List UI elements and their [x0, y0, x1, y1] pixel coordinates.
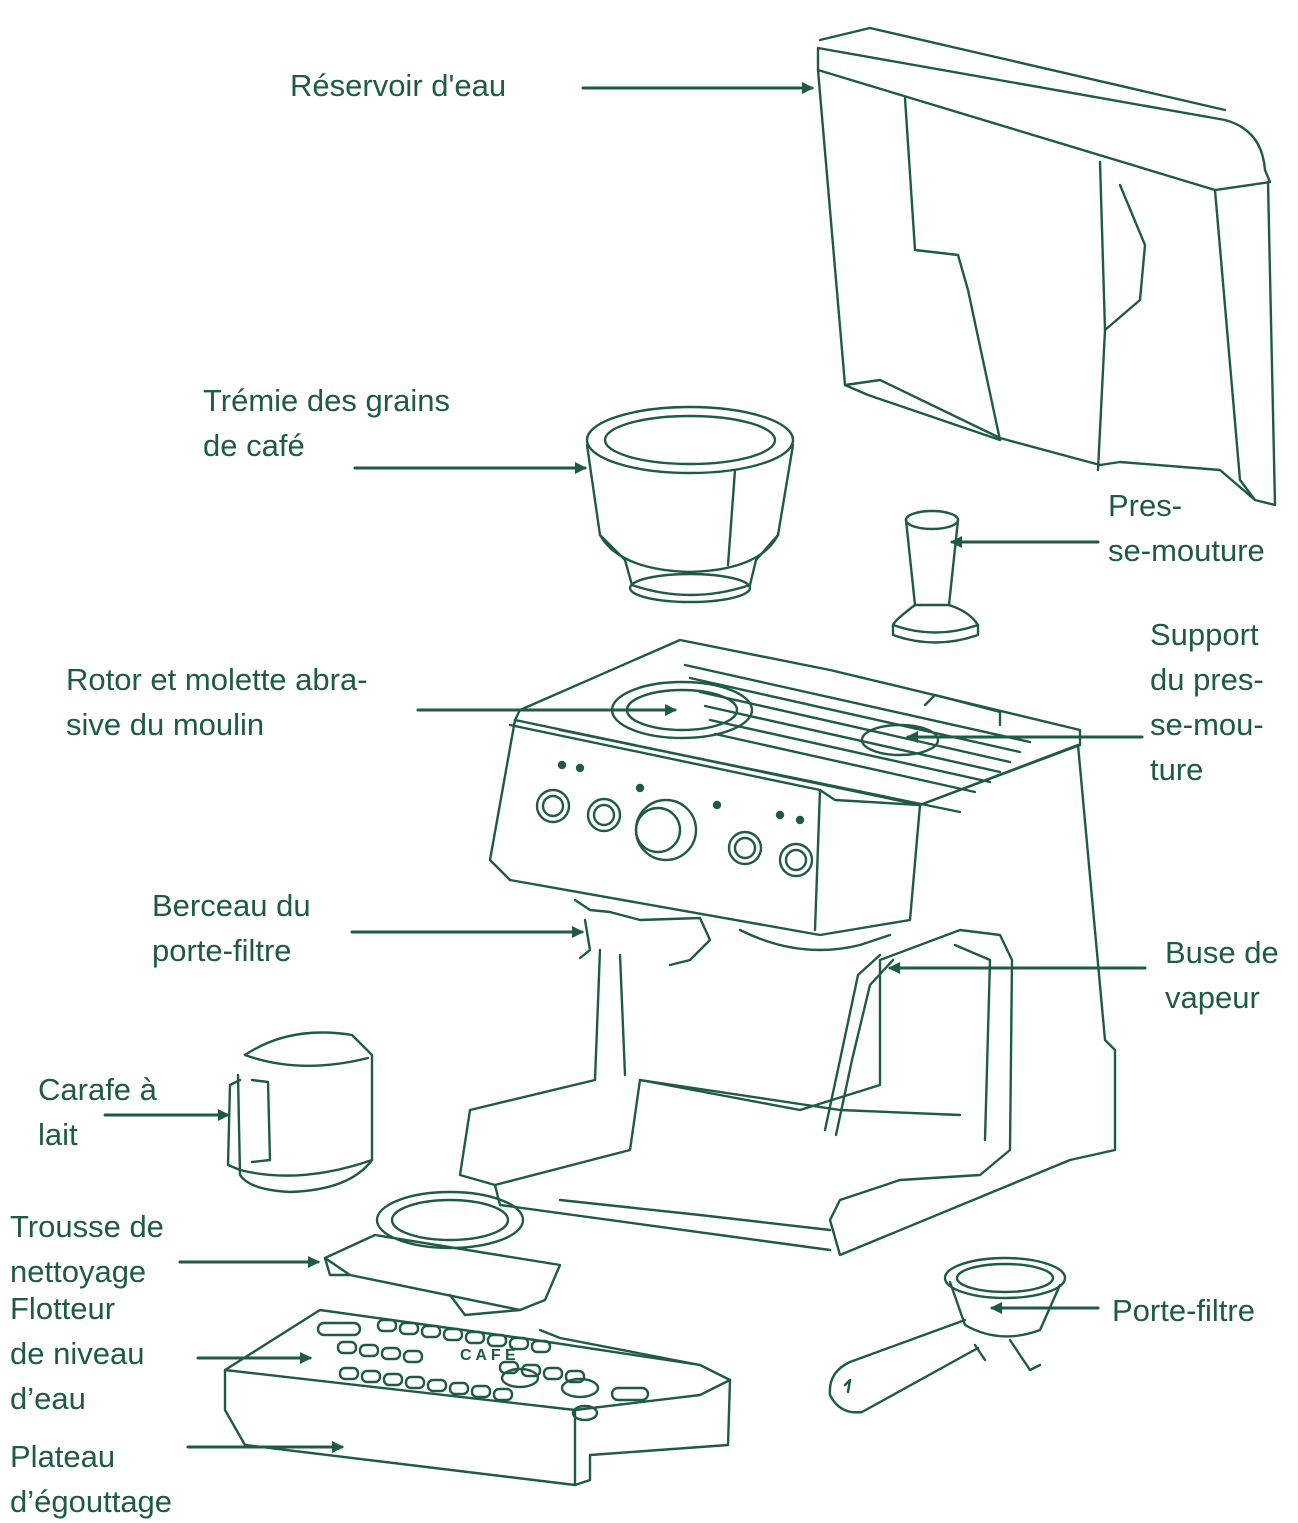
label-tamper: Pres- se-mouture	[1108, 488, 1265, 568]
machine-body-drawing	[458, 638, 1117, 1257]
label-drip-tray: Plateau d’égouttage	[10, 1439, 173, 1519]
cleaning-kit-drawing	[323, 1190, 562, 1317]
label-water-tank: Réservoir d'eau	[290, 68, 507, 103]
label-grinder-burr: Rotor et molette abra- sive du moulin	[66, 662, 368, 742]
drip-tray-drawing: C A F É	[223, 1308, 732, 1487]
label-tamper-holder: Support du pres- se-mou- ture	[1150, 617, 1264, 787]
label-cleaning-kit: Trousse de nettoyage	[10, 1209, 164, 1289]
bean-hopper-drawing	[585, 405, 795, 604]
milk-jug-drawing	[226, 1031, 374, 1194]
label-portafilter: Porte-filtre	[1112, 1293, 1255, 1328]
tamper-drawing	[891, 509, 980, 644]
drip-tray-brand: C A F É	[460, 1345, 516, 1364]
label-steam-wand: Buse de vapeur	[1165, 935, 1279, 1015]
label-water-level-float: Flotteur de niveau d’eau	[10, 1291, 145, 1416]
label-bean-hopper: Trémie des grains de café	[203, 383, 450, 463]
label-milk-jug: Carafe à lait	[38, 1072, 157, 1152]
water-tank-drawing	[816, 26, 1277, 507]
leader-lines	[103, 82, 1147, 1453]
portafilter-drawing	[828, 1256, 1067, 1414]
label-portafilter-cradle: Berceau du porte-filtre	[152, 888, 311, 968]
